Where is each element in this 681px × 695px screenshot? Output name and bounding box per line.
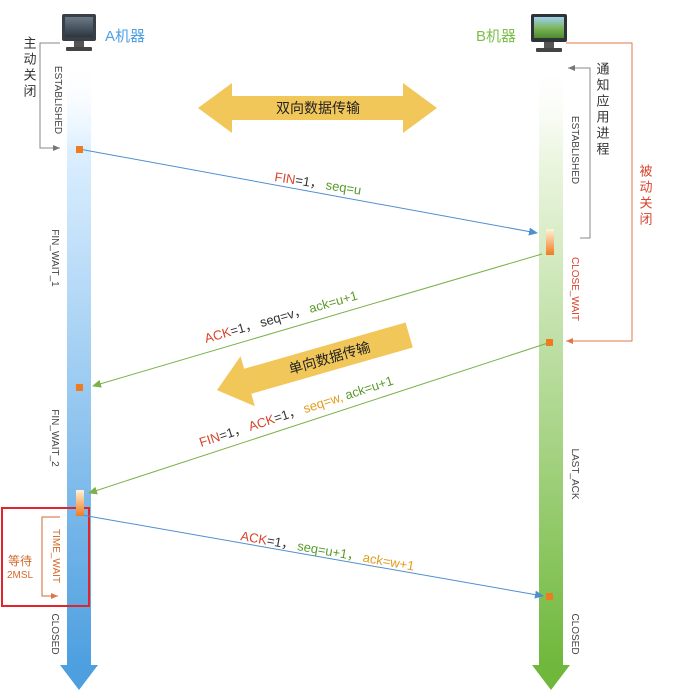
a-marker-fin-sent [76, 146, 83, 153]
a-state-established: ESTABLISHED [52, 66, 63, 134]
msg4-seq: seq=u+1， [296, 538, 361, 564]
msg1-line [79, 149, 537, 233]
a-state-closed: CLOSED [49, 613, 60, 654]
two-msl-label: 2MSL [7, 570, 34, 581]
msg1-fin: FIN [274, 169, 297, 187]
monitor-icon [62, 14, 96, 51]
msg4-ack-num: ack=w+1 [362, 550, 416, 574]
msg4-label: ACK=1，seq=u+1，ack=w+1 [239, 528, 415, 573]
host-a: A机器 [62, 14, 145, 51]
b-marker-ack-received [546, 593, 553, 600]
host-a-label: A机器 [105, 28, 145, 45]
b-state-close-wait: CLOSE_WAIT [569, 257, 580, 321]
msg2-ack-num: ack=u+1 [307, 288, 359, 316]
msg2-ack-val: =1， [228, 316, 259, 338]
host-b-label: B机器 [476, 28, 516, 45]
duplex-arrow-label: 双向数据传输 [276, 100, 360, 116]
b-state-established: ESTABLISHED [569, 116, 580, 184]
b-state-last-ack: LAST_ACK [569, 448, 580, 499]
b-marker-fin-received [546, 229, 554, 255]
msg3-fin-val: =1， [217, 421, 248, 444]
a-marker-fin-received [76, 490, 84, 516]
passive-close-label: 被动关闭 [638, 164, 653, 228]
wait-label: 等待 [8, 554, 32, 568]
msg1-fin-val: =1， [294, 172, 324, 191]
a-state-fin-wait-2: FIN_WAIT_2 [49, 409, 60, 467]
msg1-label: FIN=1，seq=u [274, 169, 363, 198]
host-b: B机器 [476, 14, 567, 52]
msg4-ack: ACK [239, 528, 268, 547]
msg2-seq: seq=v， [258, 302, 308, 330]
msg2-label: ACK=1，seq=v，ack=u+1 [203, 288, 359, 346]
msg3-ack-val: =1， [272, 403, 303, 426]
active-close-label: 主动关闭 [22, 36, 37, 100]
a-state-fin-wait-1: FIN_WAIT_1 [49, 229, 60, 287]
b-marker-fin-sent [546, 339, 553, 346]
msg3-ack-num: ack=u+1 [343, 373, 395, 403]
b-state-closed: CLOSED [569, 613, 580, 654]
notify-app-label: 通知应用进程 [595, 62, 610, 158]
a-marker-ack-received [76, 384, 83, 391]
monitor-icon [531, 14, 567, 52]
time-wait-label: TIME_WAIT [50, 529, 61, 583]
msg4-ack-val: =1， [266, 533, 296, 553]
duplex-arrow: 双向数据传输 [198, 83, 437, 133]
